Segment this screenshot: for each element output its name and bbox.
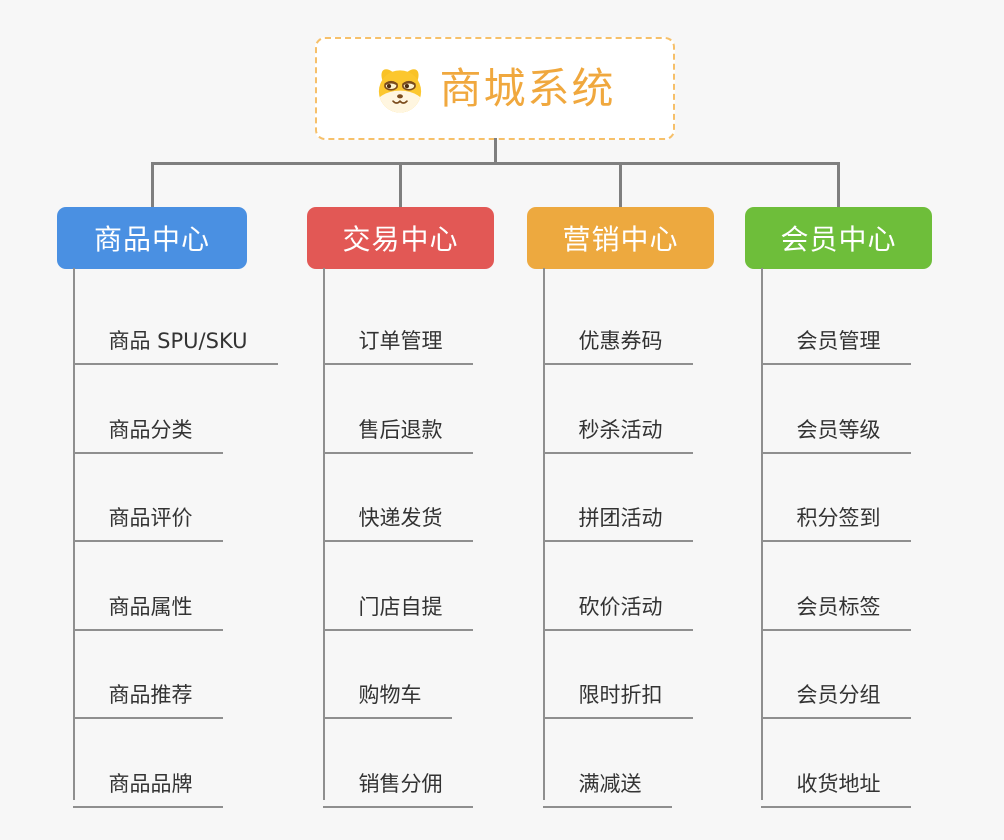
leaf-node[interactable]: 销售分佣 [322,752,473,808]
leaf-node[interactable]: 商品推荐 [72,663,223,720]
branch-node-1[interactable]: 商品中心 [57,207,247,269]
leaf-node[interactable]: 会员管理 [760,309,911,365]
leaf-node[interactable]: 订单管理 [322,309,473,365]
leaf-node[interactable]: 限时折扣 [542,663,693,720]
branch-node-2[interactable]: 交易中心 [307,207,494,269]
leaf-node[interactable]: 商品品牌 [72,752,223,808]
leaf-node[interactable]: 商品属性 [72,575,223,631]
branch-trunk-line [72,268,75,800]
connector-line [837,162,840,207]
branch-node-3[interactable]: 营销中心 [527,207,714,269]
leaf-node[interactable]: 积分签到 [760,486,911,543]
branch-trunk-line [760,268,763,800]
leaf-node[interactable]: 售后退款 [322,398,473,454]
leaf-node[interactable]: 收货地址 [760,752,911,808]
leaf-node[interactable]: 拼团活动 [542,486,693,543]
root-node[interactable]: 商城系统 [315,37,675,140]
branch-trunk-line [542,268,545,800]
leaf-node[interactable]: 门店自提 [322,575,473,631]
leaf-node[interactable]: 会员标签 [760,575,911,631]
leaf-node[interactable]: 会员等级 [760,398,911,454]
leaf-node[interactable]: 商品分类 [72,398,223,454]
branch-trunk-line [322,268,325,800]
leaf-node[interactable]: 购物车 [322,663,452,720]
leaf-node[interactable]: 会员分组 [760,663,911,720]
leaf-node[interactable]: 满减送 [542,752,672,808]
connector-line [619,162,622,207]
dog-face-icon [379,68,422,113]
branch-node-4[interactable]: 会员中心 [745,207,932,269]
connector-line [150,162,154,207]
root-title: 商城系统 [439,63,616,113]
connector-line [150,162,840,165]
leaf-node[interactable]: 商品 SPU/SKU [72,309,278,365]
connector-line [399,162,402,207]
connector-line [493,138,497,165]
leaf-node[interactable]: 商品评价 [72,486,223,543]
leaf-node[interactable]: 砍价活动 [542,575,693,631]
leaf-node[interactable]: 快递发货 [322,486,473,543]
leaf-node[interactable]: 优惠券码 [542,309,693,365]
leaf-node[interactable]: 秒杀活动 [542,398,693,454]
